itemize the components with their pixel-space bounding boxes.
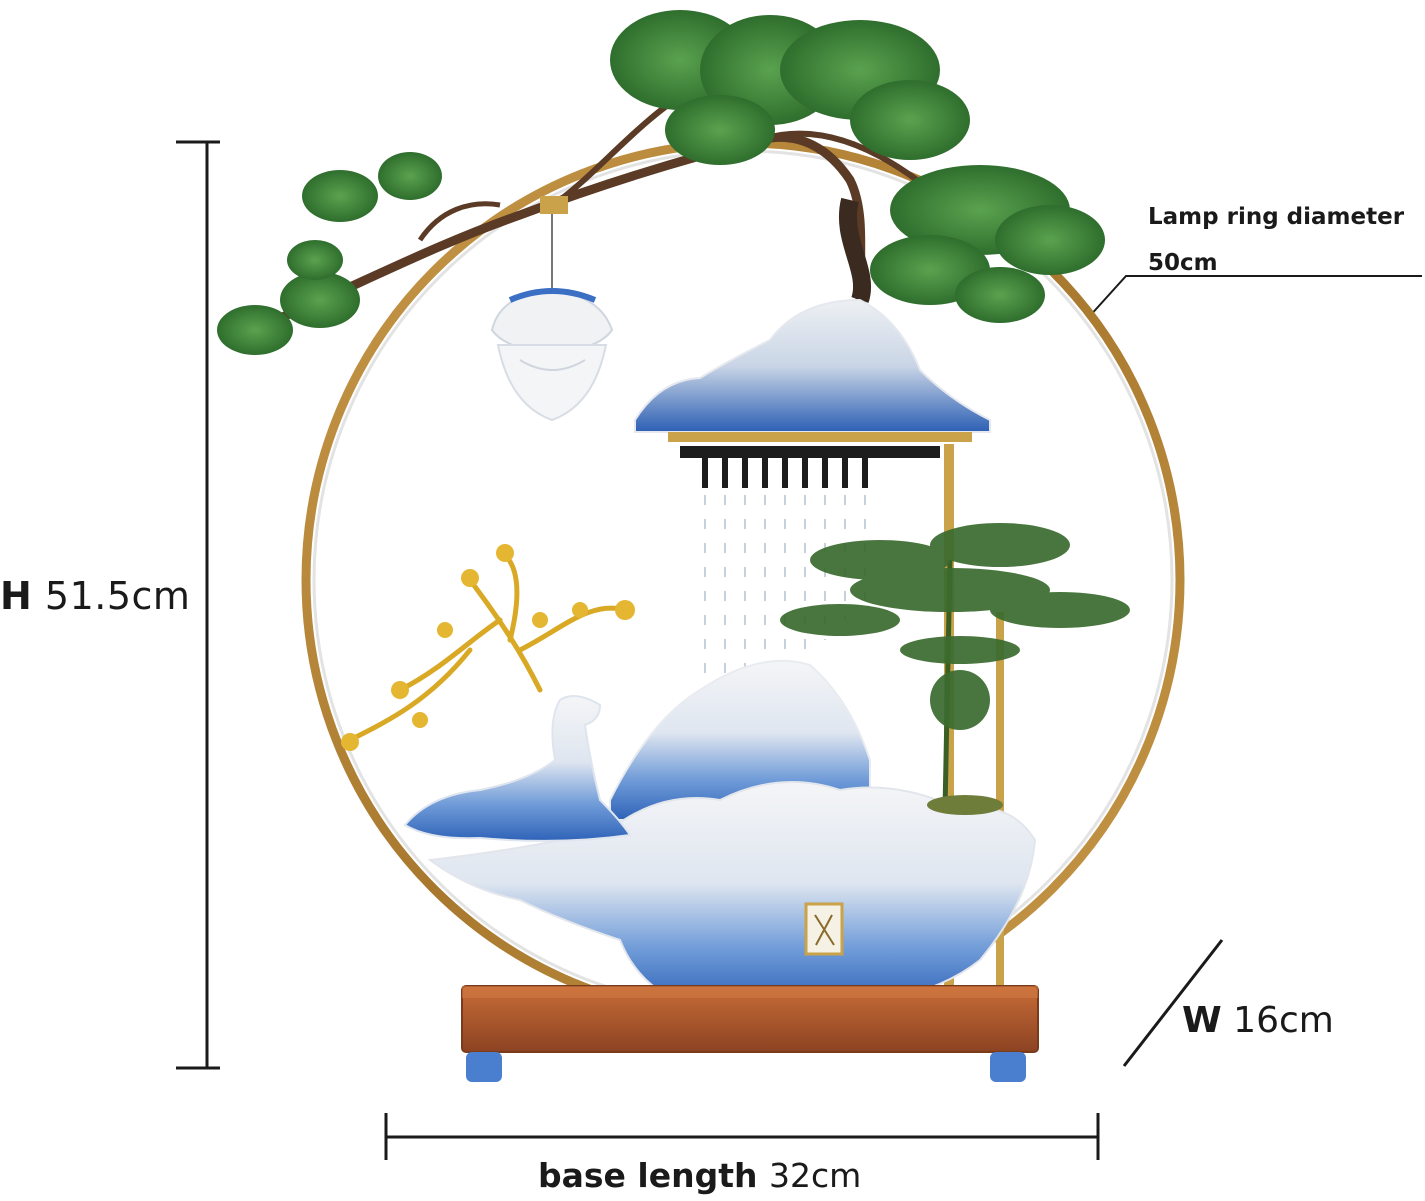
width-value: 16cm [1233, 1000, 1334, 1041]
height-value: 51.5cm [44, 574, 191, 618]
gold-branch [341, 544, 635, 751]
lotus-lamp-icon [490, 196, 614, 422]
ring-diameter-text: Lamp ring diameter [1148, 204, 1405, 230]
width-dimension-line [1122, 939, 1224, 1067]
base-length-text: base length [538, 1156, 758, 1195]
base-length-dimension-line [384, 1113, 1100, 1160]
fern-plant [780, 523, 1130, 811]
ring-diameter-leader-line [1087, 275, 1422, 319]
height-letter: H [0, 574, 33, 618]
width-label: W 16cm [1182, 1000, 1334, 1041]
width-letter: W [1182, 1000, 1222, 1041]
wooden-base [461, 985, 1039, 1082]
height-dimension-line [176, 140, 220, 1070]
pine-tree-icon [217, 10, 1105, 355]
base-length-value: 32cm [768, 1156, 862, 1195]
deer-figurine-icon [403, 695, 632, 842]
height-label: H 51.5cm [0, 574, 190, 618]
ring-diameter-value: 50cm [1148, 250, 1218, 276]
ring-diameter-label: Lamp ring diameter 50cm [1148, 194, 1404, 286]
base-length-label: base length 32cm [538, 1156, 861, 1195]
